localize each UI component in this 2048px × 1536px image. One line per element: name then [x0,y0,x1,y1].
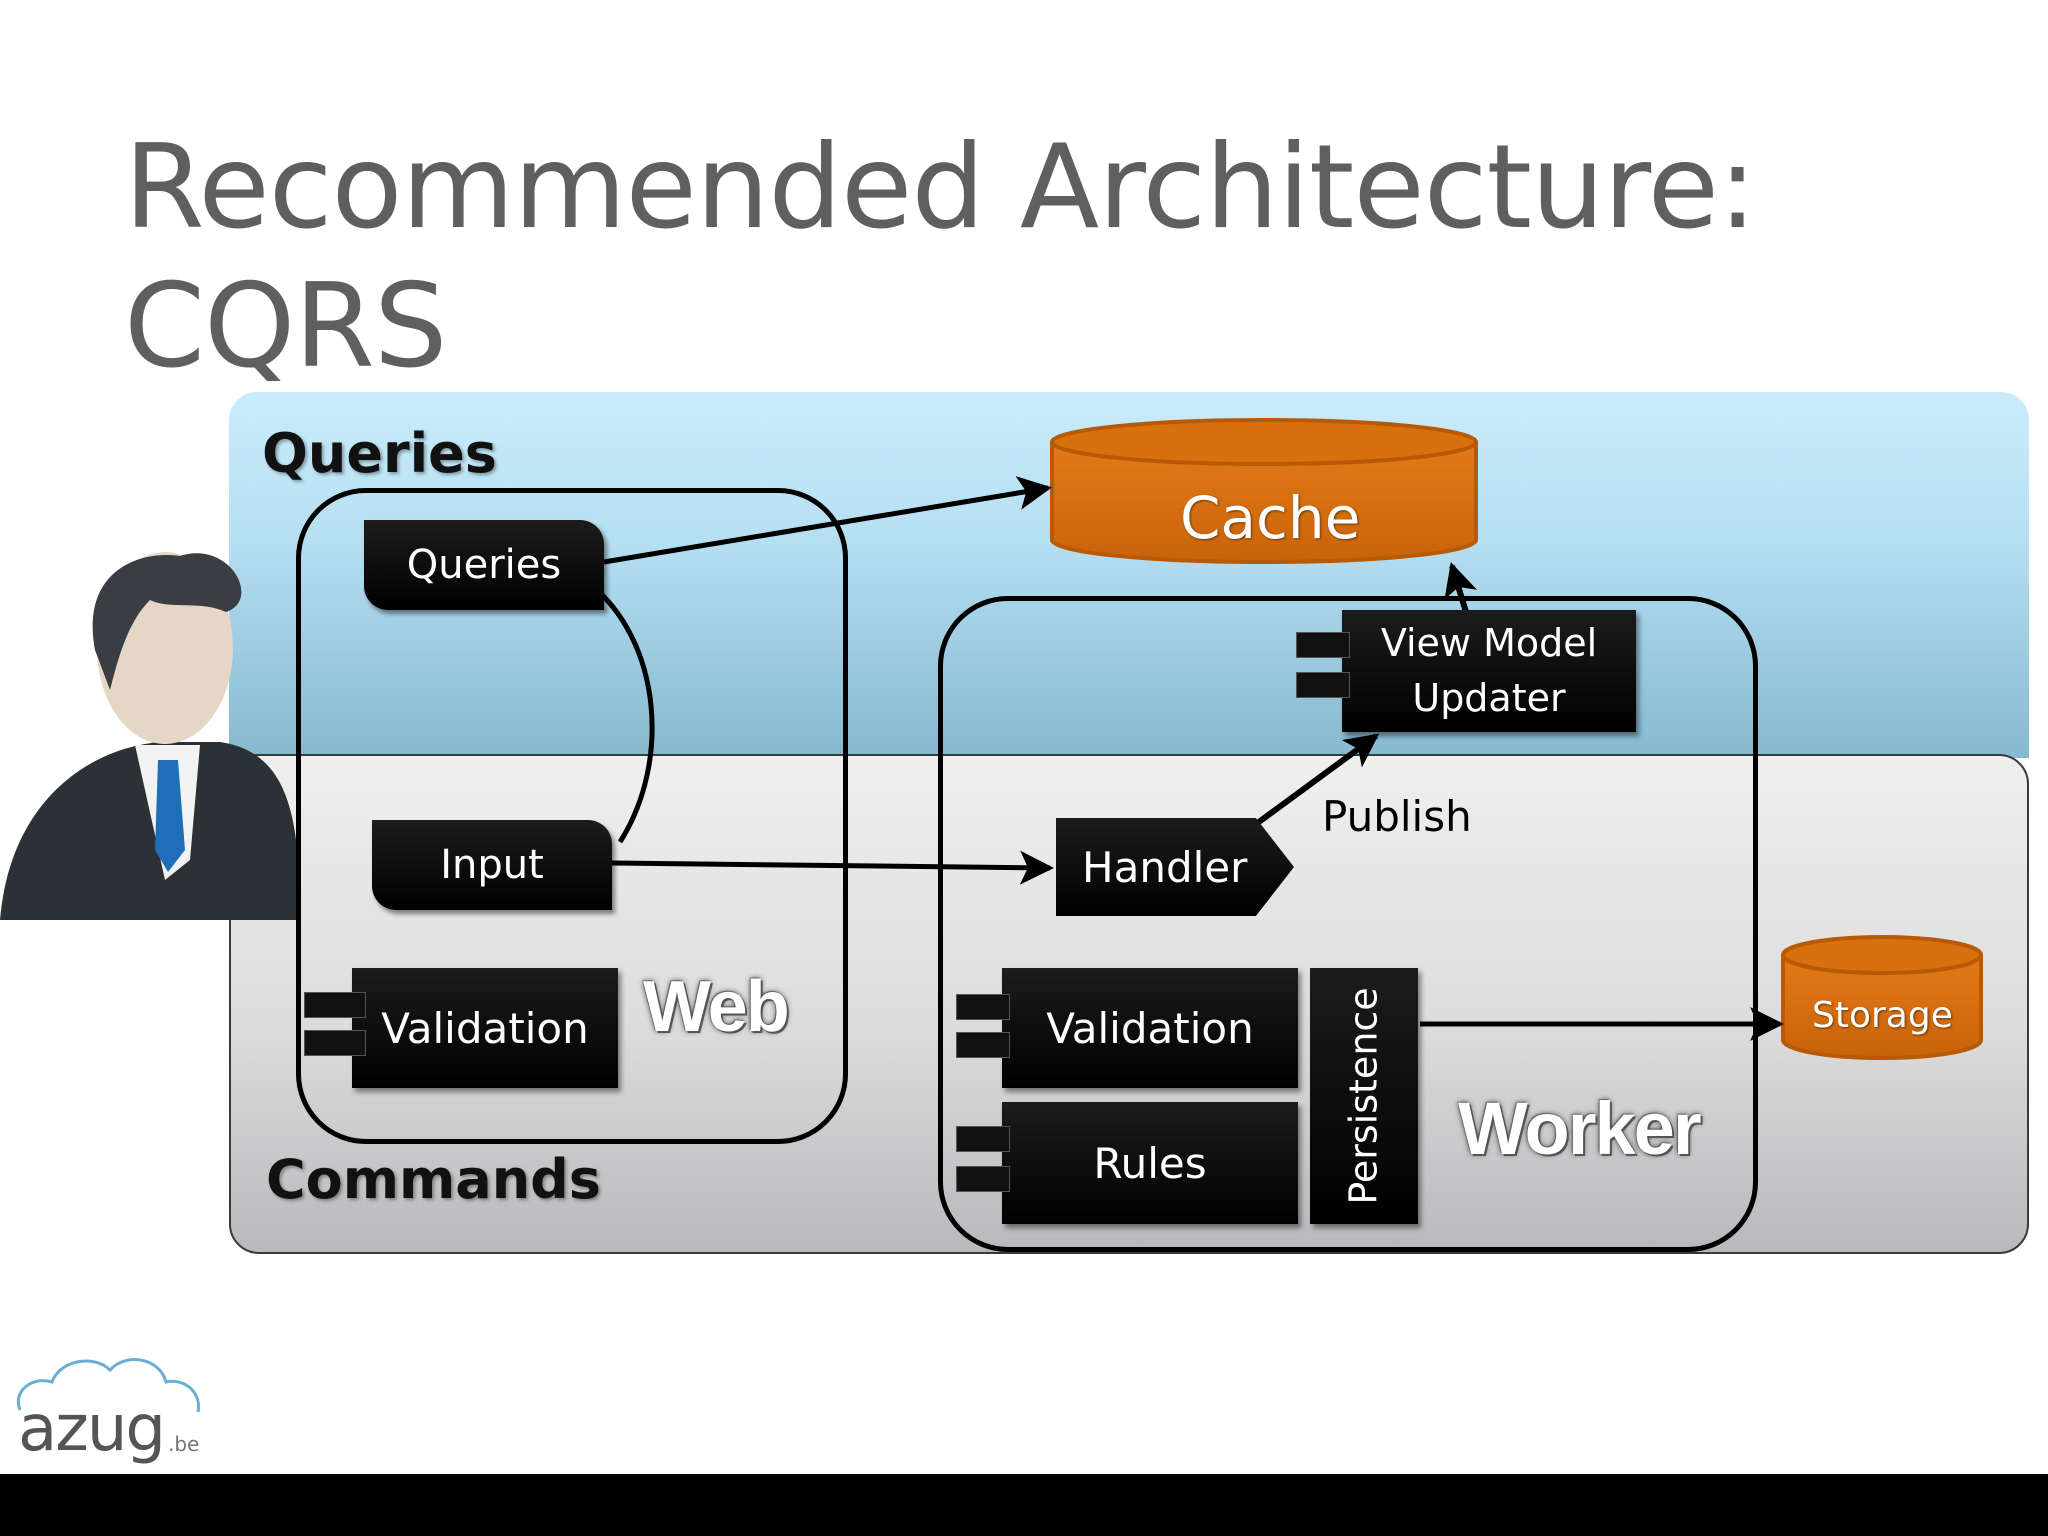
commands-band-label: Commands [266,1148,601,1211]
slide-title: Recommended Architecture: CQRS [124,120,1757,395]
worker-label: Worker [1458,1087,1702,1170]
web-container [296,488,848,1144]
worker-validation-component: Validation [1002,968,1298,1088]
queries-band-label: Queries [262,422,497,485]
web-label: Web [643,967,790,1047]
cloud-logo-icon [16,1358,201,1413]
persistence-label: Persistence [1342,987,1387,1205]
storage-database-icon [1781,935,1983,1060]
rules-component: Rules [1002,1102,1298,1224]
rules-plug-top [956,1126,1010,1152]
businessman-avatar-icon [0,552,300,920]
input-to-handler-arrow [611,850,1054,885]
persistence-component: Persistence [1310,968,1418,1224]
logo-text: azug [18,1392,166,1466]
cache-database-icon [1050,418,1478,564]
input-component: Input [372,820,612,910]
web-validation-plug-bottom [304,1030,366,1056]
handler-component: Handler [1056,818,1294,916]
publish-label: Publish [1322,792,1472,841]
cache-label: Cache [1180,484,1361,552]
view-model-updater-component: View Model Updater [1342,610,1636,732]
updater-plug-top [1296,632,1350,658]
publish-arrow [1250,733,1380,830]
storage-label: Storage [1812,995,1953,1036]
queries-input-connector [588,582,655,844]
view-model-updater-line2: Updater [1412,676,1566,720]
logo-suffix: .be [168,1432,200,1456]
view-model-updater-line1: View Model [1380,620,1598,665]
web-validation-component: Validation [352,968,618,1088]
updater-plug-bottom [1296,672,1350,698]
worker-validation-plug-bottom [956,1032,1010,1058]
bottom-bar [0,1474,2048,1536]
web-validation-plug-top [304,992,366,1018]
worker-container [938,596,1758,1252]
worker-validation-plug-top [956,994,1010,1020]
updater-to-cache-arrow [1444,562,1477,613]
queries-component: Queries [364,520,604,610]
rules-plug-bottom [956,1166,1010,1192]
